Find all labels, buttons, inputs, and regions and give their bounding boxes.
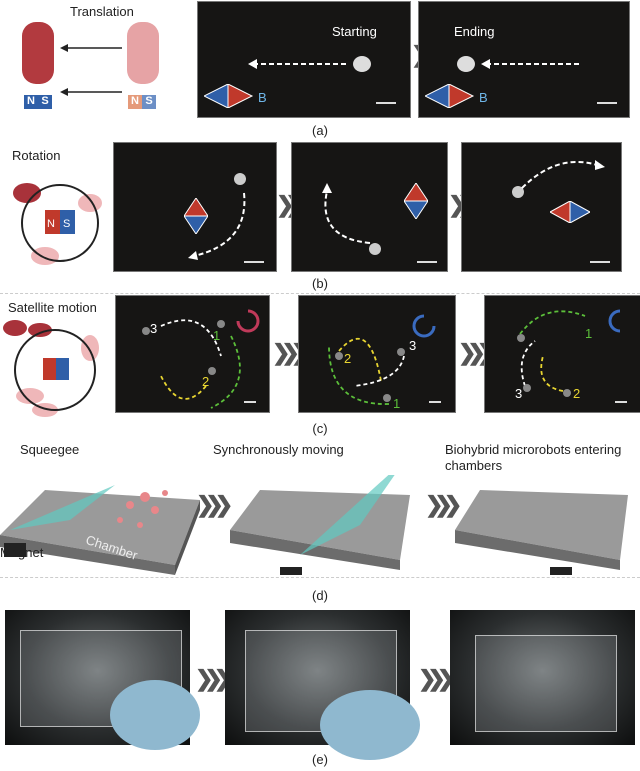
robot-number: 2 <box>573 386 581 401</box>
panel-e-label: (e) <box>312 752 328 767</box>
scale-bar <box>244 261 264 263</box>
synchronously-moving-label: Synchronously moving <box>213 442 344 457</box>
entering-chambers-label: Biohybrid microrobots entering chambers <box>445 442 622 473</box>
svg-text:N: N <box>47 218 55 230</box>
panel-b-label: (b) <box>312 276 328 291</box>
field-direction-icon <box>184 198 208 234</box>
robot-number: 2 <box>344 351 352 366</box>
scale-bar <box>597 102 617 104</box>
divider <box>0 293 640 294</box>
scale-bar <box>590 261 610 263</box>
scale-bar <box>417 261 437 263</box>
next-chevron-icon: ❯❯❯ <box>196 492 233 517</box>
next-chevron-icon: ❯❯❯ <box>418 666 455 691</box>
robot-number: 1 <box>585 326 593 341</box>
dashed-arrow-icon <box>188 192 246 260</box>
rotation-title: Rotation <box>12 148 61 163</box>
microrobot <box>369 243 381 255</box>
photo-moving-step <box>225 610 420 760</box>
next-chevron-icon: ❯❯❯ <box>195 666 232 691</box>
trajectory-arrows <box>517 309 621 397</box>
robot-number: 2 <box>202 374 210 389</box>
panel-c-label: (c) <box>312 421 328 436</box>
satellite-frame-2: 2 3 1 <box>298 295 456 413</box>
dashed-arrow-icon <box>322 183 371 244</box>
divider <box>0 577 640 578</box>
photo-squeegee-step <box>5 610 200 750</box>
gloved-hand <box>320 690 420 760</box>
robot-illustration <box>22 22 54 84</box>
field-label: B <box>479 90 488 105</box>
satellite-frame-1: 3 1 2 <box>115 295 270 413</box>
field-direction-icon <box>425 84 475 108</box>
field-label: B <box>258 90 267 105</box>
robot-number: 1 <box>393 396 401 411</box>
chip-glass <box>475 635 617 732</box>
satellite-illustration <box>3 320 99 417</box>
chip-illustrations <box>0 475 628 575</box>
next-chevron-icon: ❯❯❯ <box>272 340 309 365</box>
robot-number: 1 <box>213 328 221 343</box>
arrow-left-icon <box>60 44 122 96</box>
rotation-frame-2 <box>291 142 448 272</box>
dashed-arrow-icon <box>521 160 605 189</box>
field-direction-icon <box>204 84 254 108</box>
trajectory-arrows <box>142 309 260 409</box>
next-chevron-icon: ❯❯❯ <box>425 492 462 517</box>
translation-end-frame: Ending B <box>418 1 630 118</box>
microrobot <box>353 56 371 72</box>
squeegee-label: Squeegee <box>20 442 80 457</box>
satellite-motion-title: Satellite motion <box>8 300 97 315</box>
robot-number: 3 <box>409 338 417 353</box>
svg-text:S: S <box>63 218 70 230</box>
scale-bar <box>429 401 441 403</box>
ending-label: Ending <box>454 24 495 39</box>
microrobot <box>234 173 246 185</box>
translation-start-frame: Starting B <box>197 1 411 118</box>
microrobot <box>457 56 475 72</box>
rotation-frame-3 <box>461 142 622 272</box>
field-direction-icon <box>550 201 590 223</box>
rotation-frame-1 <box>113 142 277 272</box>
panel-d-label: (d) <box>312 588 328 603</box>
microrobot <box>512 186 524 198</box>
robot-number: 3 <box>515 386 523 401</box>
magnet-label: Magnet <box>0 545 44 560</box>
robot-number: 3 <box>150 321 158 336</box>
scale-bar <box>376 102 396 104</box>
scale-bar <box>615 401 627 403</box>
trajectory-arrows <box>328 314 436 405</box>
starting-label: Starting <box>332 24 377 39</box>
panel-a-label: (a) <box>312 123 328 138</box>
next-chevron-icon: ❯❯❯ <box>458 340 495 365</box>
translation-title: Translation <box>70 4 134 19</box>
gloved-hand <box>110 680 200 750</box>
field-direction-icon <box>404 183 428 219</box>
satellite-frame-3: 1 3 2 <box>484 295 640 413</box>
photo-filled-chambers <box>450 610 635 745</box>
scale-bar <box>244 401 256 403</box>
dashed-arrow-icon <box>481 59 579 69</box>
robot-illustration-faded <box>127 22 159 84</box>
dashed-arrow-icon <box>248 59 346 69</box>
